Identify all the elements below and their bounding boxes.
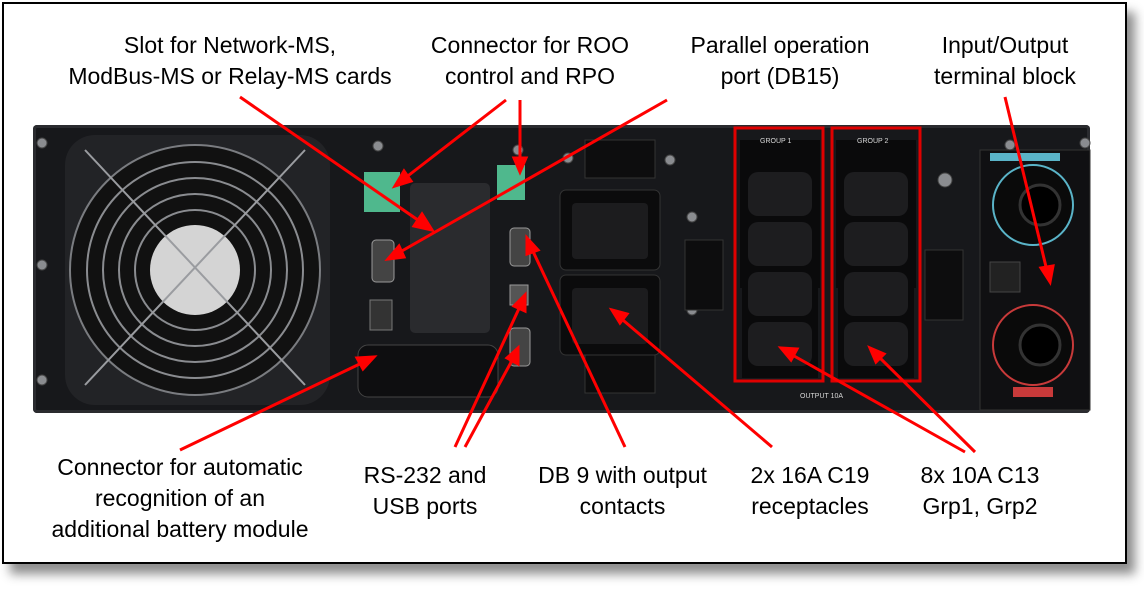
fan-guard <box>65 135 330 405</box>
callout-terminal-block: Input/Output terminal block <box>934 32 1076 89</box>
c13-group-1 <box>740 140 820 378</box>
group-2-label: GROUP 2 <box>857 138 888 145</box>
callout-parallel-port: Parallel operation port (DB15) <box>690 32 870 89</box>
c13-group-2 <box>836 140 916 378</box>
db15-parallel-port <box>371 239 395 283</box>
callout-arrows <box>179 95 1055 454</box>
c19-receptacles <box>559 189 661 356</box>
group-2-highlight <box>830 126 922 383</box>
ground-screw <box>937 172 953 188</box>
callout-network-card-slot: Slot for Network-MS, ModBus-MS or Relay-… <box>68 32 392 89</box>
group-1-label: GROUP 1 <box>760 138 791 145</box>
network-card-slot <box>410 183 490 333</box>
output-10a-label: OUTPUT 10A <box>800 393 843 400</box>
io-terminal-block <box>979 149 1091 411</box>
callout-db9-contacts: DB 9 with output contacts <box>538 462 707 519</box>
group-1-highlight <box>733 126 825 383</box>
callout-battery-detection: Connector for automatic recognition of a… <box>51 454 309 542</box>
breaker-switch-grp2 <box>924 249 964 321</box>
callout-c19-receptacles: 2x 16A C19 receptacles <box>750 462 870 519</box>
rpo-terminal <box>364 172 400 212</box>
breaker-switch-grp1 <box>684 239 724 311</box>
breaker-switch-top <box>584 139 656 179</box>
callout-c13-receptacles: 8x 10A C13 Grp1, Grp2 <box>920 462 1040 519</box>
callout-rs232-usb: RS-232 and USB ports <box>363 462 487 519</box>
battery-connector <box>357 344 499 398</box>
callout-roo-rpo-connector: Connector for ROO control and RPO <box>430 32 630 89</box>
battery-detection-jack <box>369 299 393 331</box>
